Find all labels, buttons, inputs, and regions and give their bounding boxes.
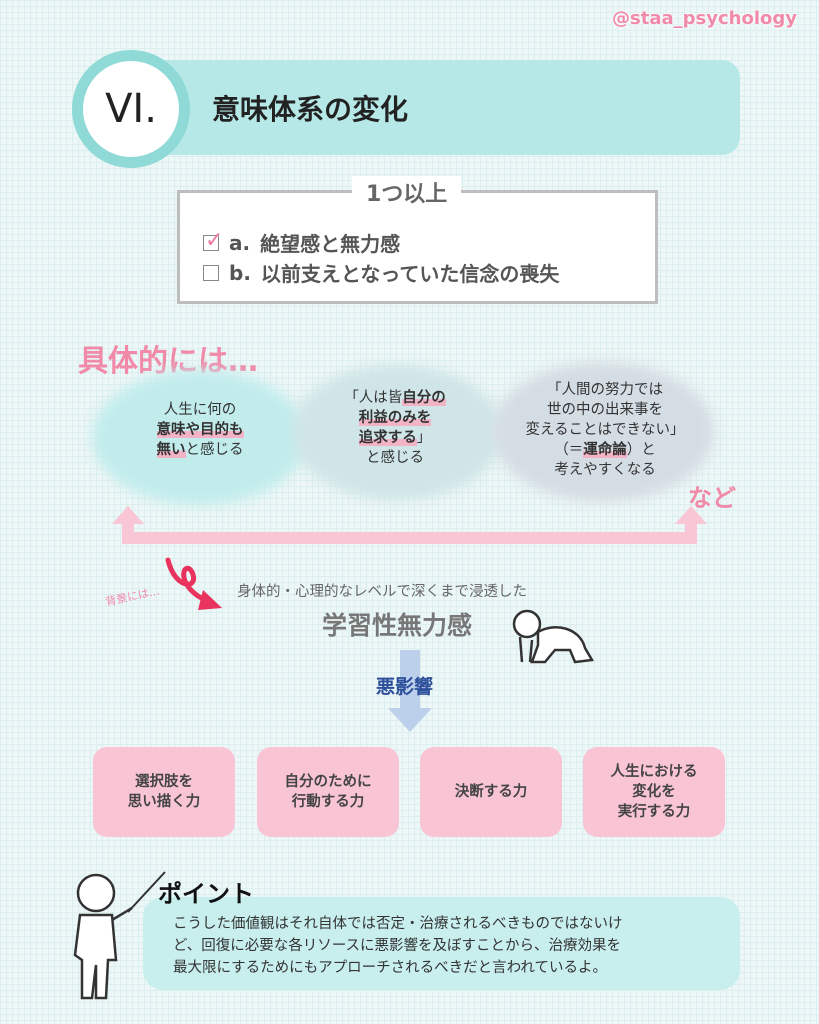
text-line: 実行する力 xyxy=(617,804,691,820)
highlight-text: 意味や目的も xyxy=(156,422,244,438)
etc-label: など xyxy=(688,484,736,512)
criteria-item-b: b. 以前支えとなっていた信念の喪失 xyxy=(203,258,559,287)
learned-helplessness-term: 学習性無力感 xyxy=(322,611,473,640)
highlight-text: 無い xyxy=(156,442,186,458)
checkbox-checked-icon: ✓ xyxy=(203,227,224,253)
text-line: 選択肢を xyxy=(135,774,193,790)
example-bubble-bg xyxy=(492,362,714,502)
text-line: と感じる xyxy=(185,442,244,458)
text-line: 行動する力 xyxy=(291,794,365,810)
section-title: 意味体系の変化 xyxy=(212,93,409,126)
curly-arrow-icon xyxy=(165,557,215,607)
example-2: 「人は皆自分の 利益のみを 追求する」 と感じる xyxy=(310,388,480,468)
highlight-text: 自分の xyxy=(402,390,446,406)
item-marker: b. xyxy=(229,260,251,285)
text-line: 「人間の努力では xyxy=(547,382,663,398)
section-number: VI. xyxy=(105,86,157,132)
background-description: 身体的・心理的なレベルで深くまで浸透した xyxy=(237,584,527,600)
impact-box: 決断する力 xyxy=(420,747,562,837)
example-3: 「人間の努力では 世の中の出来事を 変えることはできない」 （＝運命論）と 考え… xyxy=(505,380,705,480)
negative-effect-label: 悪影響 xyxy=(376,676,434,698)
example-1: 人生に何の 意味や目的も 無いと感じる xyxy=(110,400,290,460)
text-line: と感じる xyxy=(366,450,424,466)
highlight-text: 運命論 xyxy=(583,442,627,458)
checkbox-empty-icon xyxy=(203,264,219,281)
down-arrow-icon xyxy=(388,650,432,732)
impact-box: 選択肢を思い描く力 xyxy=(93,747,235,837)
section-number-badge: VI. xyxy=(72,50,190,168)
section-header-bar xyxy=(95,60,740,155)
author-handle: @staa_psychology xyxy=(612,8,797,29)
highlight-text: 追求する xyxy=(358,430,417,446)
impact-box: 人生における変化を実行する力 xyxy=(583,747,725,837)
text-line: 変化を xyxy=(632,784,676,800)
text-line: 考えやすくなる xyxy=(554,462,656,478)
bracket-arrow-icon xyxy=(112,506,707,544)
point-heading: ポイント xyxy=(158,880,254,908)
text-line: 変えることはできない」 xyxy=(525,422,685,438)
text-line: 自分のために xyxy=(284,774,372,790)
curly-arrow-head-icon xyxy=(198,590,222,610)
text-line: 」 xyxy=(416,430,432,446)
text-line: ど、回復に必要な各リソースに悪影響を及ぼすことから、治療効果を xyxy=(173,938,622,954)
text-line: こうした価値観はそれ自体では否定・治療されるべきものではないけ xyxy=(173,916,623,932)
text-line: ）と xyxy=(626,442,656,458)
impact-box: 自分のために行動する力 xyxy=(257,747,399,837)
item-text: 絶望感と無力感 xyxy=(260,232,401,256)
text-line: 人生における xyxy=(610,764,698,780)
point-box: こうした価値観はそれ自体では否定・治療されるべきものではないけ ど、回復に必要な… xyxy=(143,897,740,990)
item-marker: a. xyxy=(229,230,251,255)
text-line: 世の中の出来事を xyxy=(547,402,663,418)
text-line: 決断する力 xyxy=(454,784,528,800)
criteria-label: 1つ以上 xyxy=(352,176,462,208)
text-line: 思い描く力 xyxy=(127,794,201,810)
crawling-person-icon xyxy=(512,609,595,664)
item-text: 以前支えとなっていた信念の喪失 xyxy=(260,262,560,286)
text-line: 人生に何の xyxy=(163,402,237,418)
criteria-item-a: ✓ a. 絶望感と無力感 xyxy=(203,228,400,257)
text-line: （＝ xyxy=(554,442,584,458)
pointing-person-icon xyxy=(73,871,166,1000)
highlight-text: 利益のみを xyxy=(358,410,432,426)
text-line: 「人は皆 xyxy=(344,390,403,406)
text-line: 最大限にするためにもアプローチされるべきだと言われているよ。 xyxy=(173,960,607,976)
